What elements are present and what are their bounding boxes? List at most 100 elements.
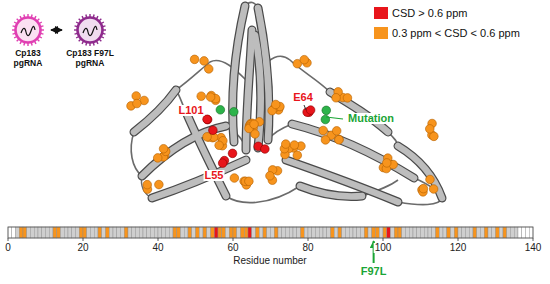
residue-cell: [364, 227, 368, 238]
residue-cell: [136, 227, 140, 238]
residue-cell: [319, 227, 323, 238]
residue-sphere: [143, 180, 152, 189]
residue-cell: [376, 227, 380, 238]
residue-sphere: [332, 127, 341, 136]
capsid-shell: [78, 18, 103, 43]
residue-sphere: [322, 106, 331, 115]
residue-cell: [259, 227, 263, 238]
loop-segment: [398, 198, 442, 205]
residue-cell: [473, 227, 477, 238]
residue-sphere: [261, 145, 270, 154]
residue-cell: [289, 227, 293, 238]
residue-sphere: [228, 149, 237, 158]
residue-cell: [109, 227, 113, 238]
residue-cell: [263, 227, 267, 238]
residue-cell: [496, 227, 500, 238]
residue-label: L101: [177, 105, 204, 116]
residue-cell: [23, 227, 27, 238]
residue-cell: [147, 227, 151, 238]
residue-sphere: [290, 141, 299, 150]
residue-cell: [297, 227, 301, 238]
residue-sphere: [430, 132, 439, 141]
residue-cell: [211, 227, 215, 238]
residue-cell: [57, 227, 61, 238]
axis-tick: [8, 238, 9, 241]
residue-cell: [214, 227, 218, 238]
residue-cell: [466, 227, 470, 238]
residue-sphere: [153, 154, 162, 163]
residue-cell: [379, 227, 383, 238]
residue-cell: [278, 227, 282, 238]
residue-cell: [424, 227, 428, 238]
bar-frame: [8, 227, 533, 238]
residue-sphere: [204, 65, 213, 74]
residue-cell: [139, 227, 143, 238]
residue-cell: [61, 227, 65, 238]
residue-sphere: [319, 126, 328, 135]
residue-sphere: [216, 106, 225, 115]
legend-row: 0.3 ppm < CSD < 0.6 ppm: [374, 26, 520, 40]
residue-cell: [226, 227, 230, 238]
residue-cell: [166, 227, 170, 238]
residue-cell: [76, 227, 80, 238]
residue-sphere: [426, 175, 435, 184]
residue-cell: [312, 227, 316, 238]
residue-sphere: [293, 151, 302, 160]
residue-cell: [383, 227, 387, 238]
residue-cell: [218, 227, 222, 238]
residue-cell: [353, 227, 357, 238]
residue-cell: [447, 227, 451, 238]
residue-cell: [338, 227, 342, 238]
residue-cell: [316, 227, 320, 238]
residue-sphere: [203, 115, 212, 124]
residue-sphere: [382, 159, 391, 168]
residue-sphere: [419, 184, 428, 193]
axis-tick: [458, 238, 459, 241]
exchange-arrow: [51, 29, 62, 31]
residue-cell: [188, 227, 192, 238]
residue-cell: [113, 227, 117, 238]
residue-cell: [154, 227, 158, 238]
residue-sphere: [281, 140, 290, 149]
residue-sphere: [230, 174, 239, 183]
residue-cell: [488, 227, 492, 238]
leader-lines: [304, 105, 374, 263]
residue-cell: [244, 227, 248, 238]
axis-title: Residue number: [232, 256, 307, 266]
residue-sphere: [321, 115, 330, 124]
residue-cell: [492, 227, 496, 238]
residue-spheres: [127, 55, 438, 196]
axis-tick: [308, 238, 309, 241]
residue-sphere: [300, 55, 309, 64]
loop-segment: [226, 186, 300, 203]
residue-cell: [91, 227, 95, 238]
residue-sphere: [203, 115, 212, 124]
residue-label: L55: [204, 170, 225, 181]
capsid-shell: [16, 18, 41, 43]
residue-cell: [229, 227, 233, 238]
helix-body: [186, 112, 226, 196]
residue-cell: [87, 227, 91, 238]
residue-cell: [177, 227, 181, 238]
residue-sphere: [230, 108, 239, 117]
residue-cell: [121, 227, 125, 238]
residue-sphere: [133, 99, 142, 108]
residue-bar: [8, 227, 533, 241]
residue-cell: [252, 227, 256, 238]
residue-cell: [398, 227, 402, 238]
residue-sphere: [209, 126, 218, 135]
residue-sphere: [215, 141, 224, 150]
residue-cell: [469, 227, 473, 238]
residue-cell: [402, 227, 406, 238]
helix-body: [152, 160, 246, 198]
residue-cell: [12, 227, 16, 238]
helix-body: [330, 92, 388, 132]
rna-strand: [83, 26, 97, 35]
residue-cell: [199, 227, 203, 238]
residue-sphere: [132, 92, 141, 101]
residue-cell: [301, 227, 305, 238]
legend-text: 0.3 ppm < CSD < 0.6 ppm: [392, 26, 520, 40]
residue-sphere: [250, 120, 259, 129]
